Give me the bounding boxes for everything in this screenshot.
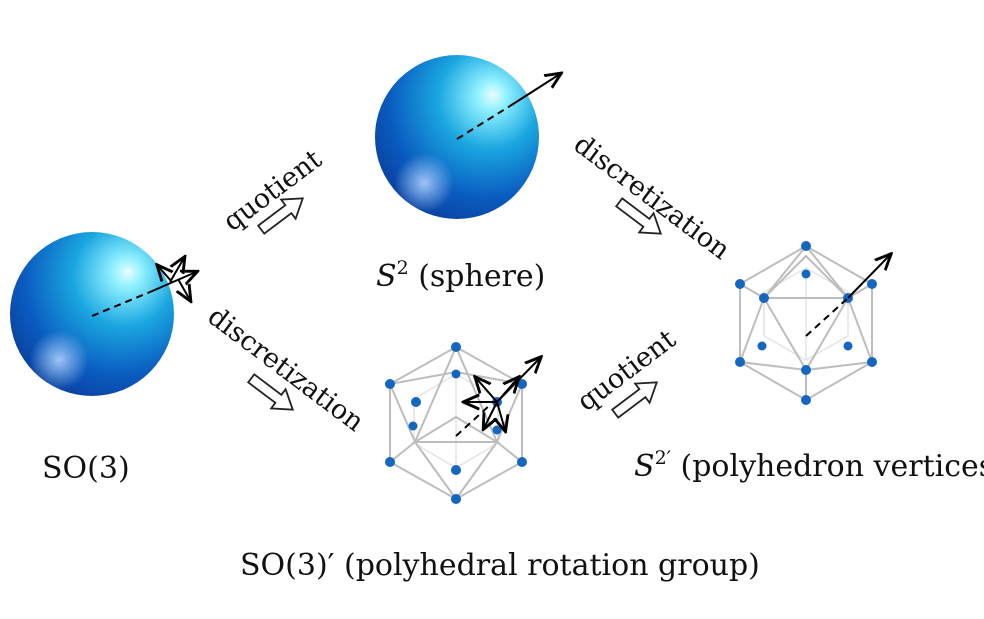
s2-prime-text: (polyhedron vertices) bbox=[671, 449, 984, 484]
so3-prime-polyhedron bbox=[385, 342, 540, 504]
s2-symbol: S bbox=[376, 259, 397, 294]
quotient-bottom-arrow bbox=[610, 381, 659, 419]
so3-sphere bbox=[10, 232, 196, 396]
s2-sphere bbox=[375, 55, 560, 219]
so3-prime-label: SO(3)′ (polyhedral rotation group) bbox=[240, 548, 760, 583]
s2-prime-label: S2′ (polyhedron vertices) bbox=[634, 447, 984, 484]
s2-prime-polyhedron bbox=[735, 241, 890, 405]
s2-prime-symbol: S bbox=[634, 449, 655, 484]
quotient-top-arrow bbox=[256, 197, 305, 235]
so3-label: SO(3) bbox=[42, 451, 130, 486]
s2-superscript: 2 bbox=[397, 257, 409, 279]
s2-text: (sphere) bbox=[409, 259, 546, 294]
discretization-bottom-arrow bbox=[246, 373, 295, 411]
s2-label: S2 (sphere) bbox=[376, 257, 545, 294]
s2-prime-superscript: 2′ bbox=[655, 447, 671, 469]
discretization-top-label: discretization bbox=[568, 129, 736, 266]
discretization-top-arrow bbox=[614, 197, 663, 235]
discretization-bottom-label: discretization bbox=[202, 301, 370, 438]
